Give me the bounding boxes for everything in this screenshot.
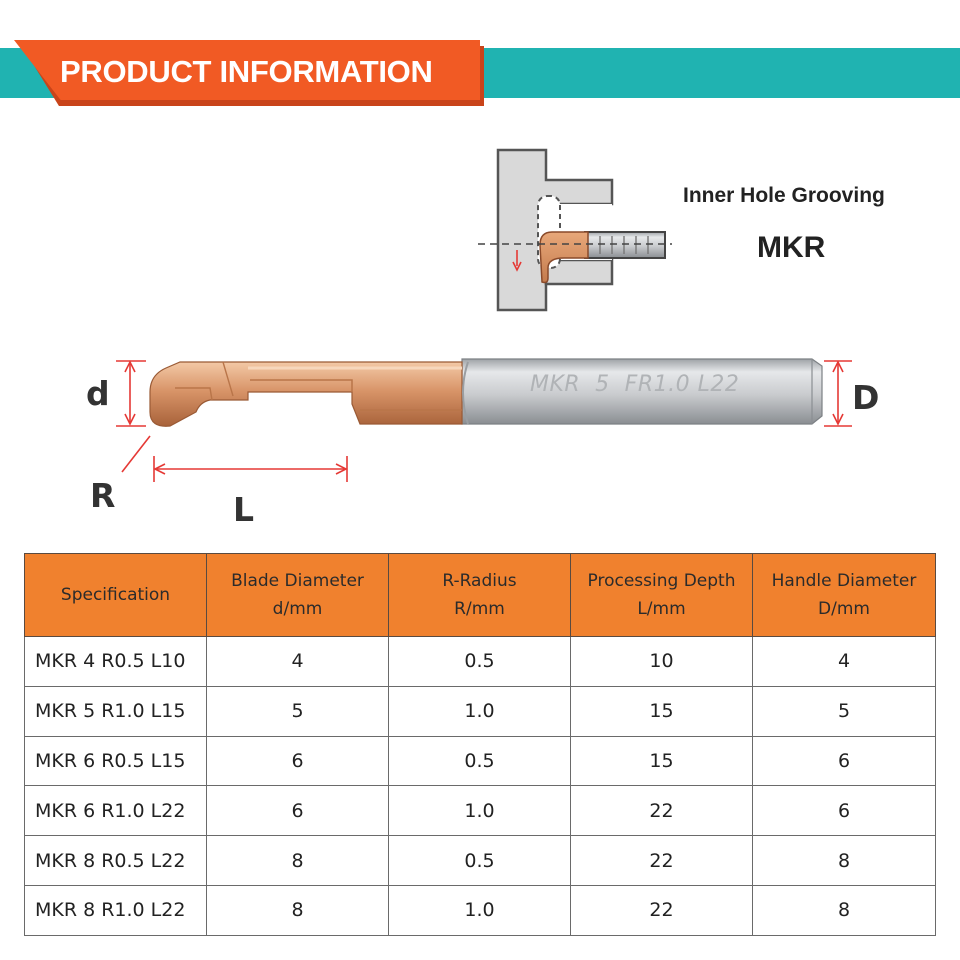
cell-handle-diameter: 6 <box>752 785 936 837</box>
cell-blade-diameter: 4 <box>206 636 389 687</box>
caption-model: MKR <box>757 231 826 264</box>
table-header-row: Specification Blade Diameter d/mm R-Radi… <box>24 553 936 637</box>
caption-grooving-type: Inner Hole Grooving <box>683 184 885 207</box>
header-processing-depth: Processing Depth L/mm <box>570 553 753 637</box>
page-title: PRODUCT INFORMATION <box>60 54 433 89</box>
cell-specification: MKR 6 R0.5 L15 <box>24 735 207 787</box>
cell-r-radius: 1.0 <box>388 685 571 737</box>
cell-specification: MKR 8 R1.0 L22 <box>24 884 207 936</box>
cell-blade-diameter: 8 <box>206 884 389 936</box>
table-row: MKR 5 R1.0 L15 5 1.0 15 5 <box>24 685 936 737</box>
header-blade-diameter: Blade Diameter d/mm <box>206 553 389 637</box>
tool-drawing <box>149 358 823 427</box>
cell-handle-diameter: 5 <box>752 685 936 737</box>
cell-processing-depth: 15 <box>570 685 753 737</box>
cell-blade-diameter: 6 <box>206 785 389 837</box>
spec-table: Specification Blade Diameter d/mm R-Radi… <box>24 553 936 936</box>
header-specification: Specification <box>24 553 207 637</box>
cell-handle-diameter: 4 <box>752 636 936 687</box>
table-row: MKR 8 R1.0 L22 8 1.0 22 8 <box>24 884 936 936</box>
cell-specification: MKR 8 R0.5 L22 <box>24 835 207 886</box>
header-line: Blade Diameter <box>231 571 364 591</box>
header-line: Processing Depth <box>587 571 736 591</box>
dimension-markers <box>116 360 852 482</box>
cell-blade-diameter: 6 <box>206 735 389 787</box>
tool-marking: MKR 5 FR1.0 L22 <box>530 372 740 397</box>
cell-specification: MKR 6 R1.0 L22 <box>24 785 207 837</box>
table-row: MKR 6 R1.0 L22 6 1.0 22 6 <box>24 785 936 837</box>
table-row: MKR 6 R0.5 L15 6 0.5 15 6 <box>24 735 936 787</box>
header-unit: d/mm <box>272 599 323 619</box>
header-unit: D/mm <box>818 599 870 619</box>
header-line: R-Radius <box>442 571 517 591</box>
cell-processing-depth: 10 <box>570 636 753 687</box>
cell-blade-diameter: 8 <box>206 835 389 886</box>
dimension-label-handle: D <box>852 378 880 417</box>
dimension-label-blade: d <box>86 374 110 413</box>
header-unit: R/mm <box>454 599 505 619</box>
cell-processing-depth: 22 <box>570 785 753 837</box>
cell-processing-depth: 22 <box>570 884 753 936</box>
cell-r-radius: 1.0 <box>388 884 571 936</box>
cell-r-radius: 0.5 <box>388 735 571 787</box>
grooving-schematic <box>478 148 672 312</box>
table-row: MKR 4 R0.5 L10 4 0.5 10 4 <box>24 636 936 687</box>
header-banner <box>14 40 480 100</box>
cell-handle-diameter: 8 <box>752 835 936 886</box>
header-line: Specification <box>60 585 171 605</box>
cell-specification: MKR 4 R0.5 L10 <box>24 636 207 687</box>
cell-processing-depth: 15 <box>570 735 753 787</box>
dimension-label-radius: R <box>90 476 116 515</box>
cell-r-radius: 0.5 <box>388 636 571 687</box>
cell-processing-depth: 22 <box>570 835 753 886</box>
cell-handle-diameter: 8 <box>752 884 936 936</box>
cell-blade-diameter: 5 <box>206 685 389 737</box>
cell-specification: MKR 5 R1.0 L15 <box>24 685 207 737</box>
dimension-label-length: L <box>233 490 255 529</box>
cell-r-radius: 1.0 <box>388 785 571 837</box>
table-row: MKR 8 R0.5 L22 8 0.5 22 8 <box>24 835 936 886</box>
cell-handle-diameter: 6 <box>752 735 936 787</box>
header-unit: L/mm <box>637 599 686 619</box>
header-handle-diameter: Handle Diameter D/mm <box>752 553 936 637</box>
cell-r-radius: 0.5 <box>388 835 571 886</box>
header-line: Handle Diameter <box>771 571 917 591</box>
header-r-radius: R-Radius R/mm <box>388 553 571 637</box>
